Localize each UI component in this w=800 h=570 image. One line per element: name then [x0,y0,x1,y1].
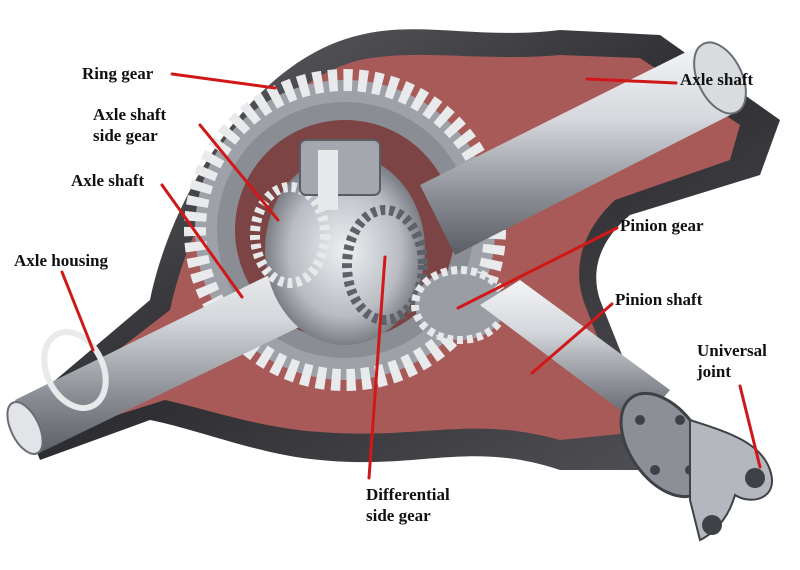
label-axle-shaft-side-gear: Axle shaft side gear [93,104,166,146]
leader-differential-side-gear [367,255,387,480]
pinion-shaft-shape [480,280,670,425]
label-ring-gear-text: Ring gear [82,64,154,83]
label-universal-joint-line2: joint [697,362,731,381]
right-axle-shaft-shape [420,41,747,255]
leader-pinion-gear [456,226,619,310]
label-differential-side-gear: Differential side gear [366,484,450,526]
leader-universal-joint [738,384,762,469]
label-differential-side-gear-line2: side gear [366,506,431,525]
label-pinion-gear-text: Pinion gear [620,216,704,235]
leader-axle-shaft-side-gear [198,123,280,222]
label-pinion-gear: Pinion gear [620,215,704,236]
label-axle-shaft-side-gear-line2: side gear [93,126,158,145]
label-axle-shaft-left-text: Axle shaft [71,171,145,190]
left-axle-shaft-shape [6,245,355,455]
label-axle-shaft-right-text: Axle shaft [680,70,754,89]
leader-axle-shaft-right [585,77,678,85]
leader-pinion-shaft [530,302,614,375]
label-axle-housing-text: Axle housing [14,251,108,270]
leader-axle-shaft-left [160,183,244,299]
label-axle-shaft-side-gear-line1: Axle shaft [93,105,167,124]
leader-lines [60,72,762,480]
label-universal-joint: Universal joint [697,340,767,382]
label-axle-shaft-left: Axle shaft [71,170,144,191]
leader-axle-housing [60,270,95,352]
label-pinion-shaft: Pinion shaft [615,289,702,310]
differential-carrier [250,139,428,345]
label-universal-joint-line1: Universal [697,341,767,360]
universal-joint-shape [619,391,773,542]
label-ring-gear: Ring gear [82,63,153,84]
label-axle-shaft-right: Axle shaft [680,69,753,90]
label-axle-housing: Axle housing [14,250,108,271]
leader-ring-gear [170,72,277,90]
label-pinion-shaft-text: Pinion shaft [615,290,703,309]
label-differential-side-gear-line1: Differential [366,485,450,504]
